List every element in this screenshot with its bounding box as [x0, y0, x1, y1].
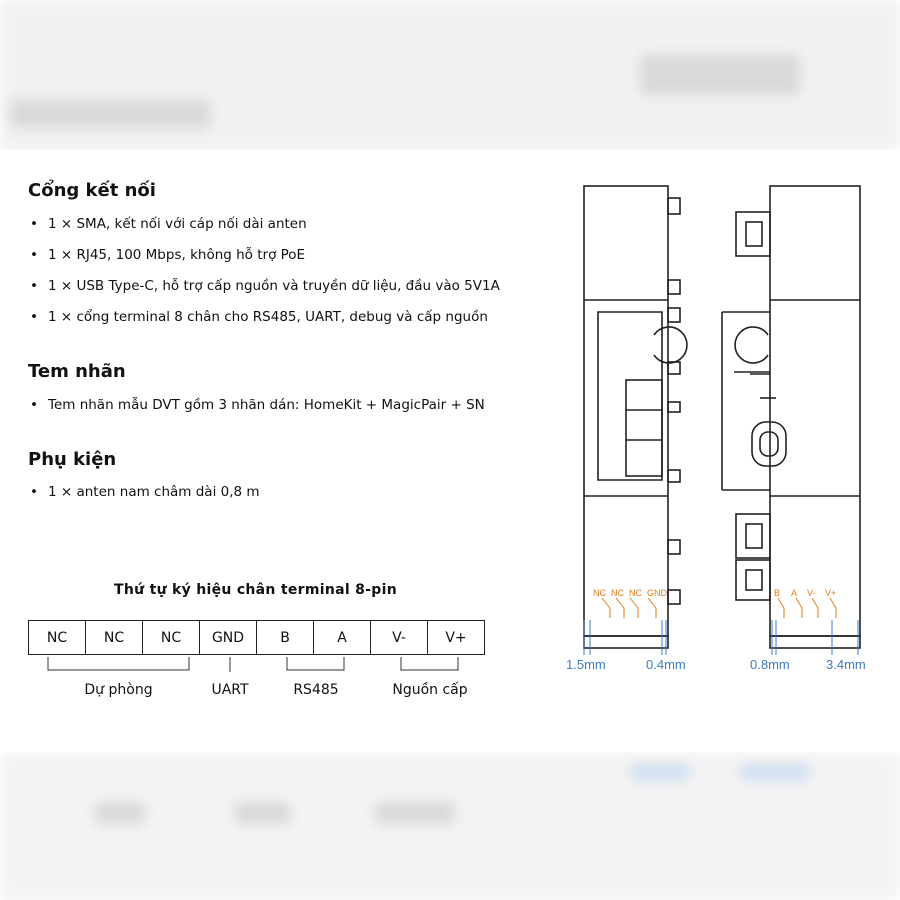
- dimension-label: 1.5mm: [566, 657, 606, 672]
- pin-cell: NC: [28, 620, 86, 655]
- bracket-power: [400, 657, 459, 671]
- list-item: 1 × cổng terminal 8 chân cho RS485, UART…: [28, 307, 500, 338]
- blurred-text: [640, 55, 800, 95]
- pin-cell: A: [313, 620, 371, 655]
- terminal-title: Thứ tự ký hiệu chân terminal 8-pin: [114, 582, 397, 598]
- group-label-rs485: RS485: [293, 682, 339, 698]
- blurred-text: [630, 764, 690, 780]
- pin-leaders: [601, 597, 837, 618]
- blurred-header-background: [0, 0, 900, 150]
- group-label-reserved: Dự phòng: [84, 682, 153, 698]
- pin-label: NC: [611, 588, 624, 598]
- pin-label: NC: [629, 588, 642, 598]
- pin-cell: V+: [427, 620, 485, 655]
- bracket-rs485: [286, 657, 345, 671]
- list-item: 1 × SMA, kết nối với cáp nối dài anten: [28, 214, 500, 245]
- pin-cell: GND: [199, 620, 257, 655]
- spec-panel: Cổng kết nối 1 × SMA, kết nối với cáp nố…: [0, 150, 900, 752]
- dimension-label: 3.4mm: [826, 657, 866, 672]
- ports-list: 1 × SMA, kết nối với cáp nối dài anten 1…: [28, 214, 500, 338]
- terminal-pin-table: NC NC NC GND B A V- V+: [28, 620, 485, 655]
- list-item: 1 × RJ45, 100 Mbps, không hỗ trợ PoE: [28, 245, 500, 276]
- pin-cell: NC: [85, 620, 143, 655]
- dimension-label-group: 1.5mm 0.4mm 0.8mm 3.4mm: [566, 657, 866, 672]
- device-drawing: NC NC NC GND B A V- V+ 1.5mm 0.4mm 0.8mm…: [566, 185, 866, 672]
- blurred-text: [95, 802, 145, 824]
- blurred-text: [740, 764, 810, 780]
- pin-label: V-: [807, 588, 816, 598]
- dimension-label: 0.8mm: [750, 657, 790, 672]
- pin-label: V+: [825, 588, 836, 598]
- list-item: 1 × USB Type-C, hỗ trợ cấp nguồn và truy…: [28, 276, 500, 307]
- group-label-uart: UART: [211, 682, 249, 698]
- accessories-list: 1 × anten nam châm dài 0,8 m: [28, 482, 260, 513]
- list-item: 1 × anten nam châm dài 0,8 m: [28, 482, 260, 513]
- bracket-reserved: [47, 657, 190, 671]
- blurred-text: [375, 802, 455, 824]
- pin-label: NC: [593, 588, 606, 598]
- device-front-view: [721, 185, 861, 637]
- labels-list: Tem nhãn mẫu DVT gồm 3 nhãn dán: HomeKit…: [28, 395, 485, 426]
- pin-tabs: [583, 635, 861, 649]
- dimension-label: 0.4mm: [646, 657, 686, 672]
- list-item: Tem nhãn mẫu DVT gồm 3 nhãn dán: HomeKit…: [28, 395, 485, 426]
- group-brackets: [47, 657, 459, 672]
- device-side-view: [583, 185, 688, 637]
- section-heading-ports: Cổng kết nối: [28, 180, 156, 201]
- blurred-text: [10, 100, 210, 128]
- pin-label: GND: [647, 588, 668, 598]
- pin-cell: NC: [142, 620, 200, 655]
- group-label-power: Nguồn cấp: [392, 682, 468, 698]
- pin-label-group: NC NC NC GND B A V- V+: [593, 588, 836, 598]
- pin-cell: B: [256, 620, 314, 655]
- blurred-footer-background: [0, 752, 900, 900]
- section-heading-labels: Tem nhãn: [28, 361, 126, 382]
- pin-cell: V-: [370, 620, 428, 655]
- pin-label: A: [791, 588, 797, 598]
- pin-label: B: [774, 588, 780, 598]
- section-heading-accessories: Phụ kiện: [28, 449, 117, 470]
- dimension-lines: [583, 620, 859, 655]
- blurred-text: [235, 802, 290, 824]
